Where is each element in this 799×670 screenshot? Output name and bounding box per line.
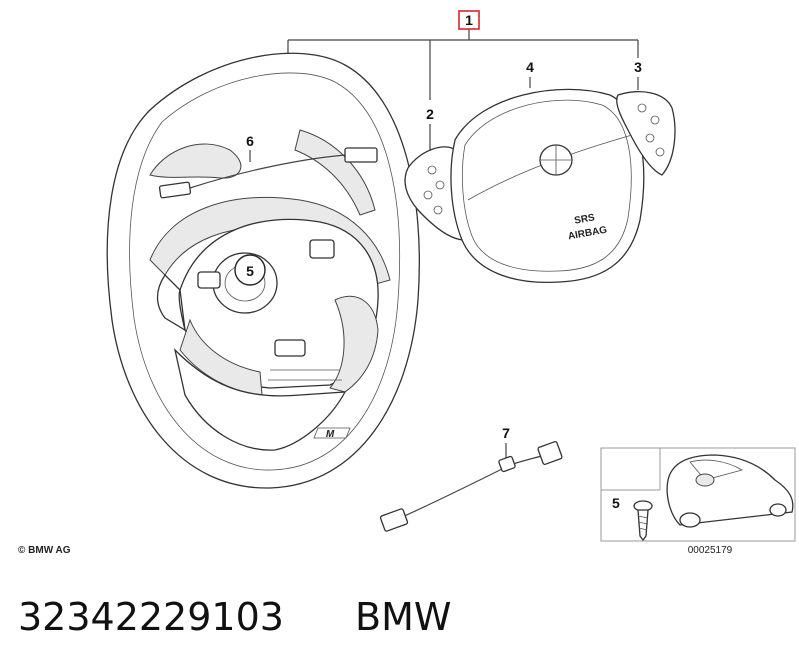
cable-6: 6	[158, 133, 378, 199]
diagram-number: 00025179	[688, 545, 733, 556]
wheel-badge: M	[326, 429, 335, 440]
brand-name: BMW	[355, 595, 451, 639]
callout-5-inset: 5	[612, 495, 620, 511]
callout-4: 4	[526, 59, 534, 75]
callout-7: 7	[502, 425, 510, 441]
airbag-module: 4 SRS AIRBAG	[450, 59, 645, 284]
airbag-text-srs: SRS	[573, 212, 595, 226]
adapter-lead-7: 7	[379, 425, 563, 532]
steering-wheel: M	[106, 52, 420, 489]
callout-1: 1	[465, 12, 473, 28]
callout-6: 6	[246, 133, 254, 149]
callout-5: 5	[246, 263, 254, 279]
callout-3: 3	[634, 59, 642, 75]
callout-5-circle: 5	[234, 254, 266, 286]
screw-icon	[633, 500, 653, 542]
car-icon	[666, 454, 794, 528]
right-switch: 3	[616, 59, 676, 176]
inset-panel: 5 00025179	[600, 447, 796, 556]
part-number: 32342229103	[18, 595, 284, 639]
callout-2: 2	[426, 106, 434, 122]
copyright-text: © BMW AG	[18, 545, 71, 556]
callout-1-highlight: 1	[458, 10, 480, 30]
